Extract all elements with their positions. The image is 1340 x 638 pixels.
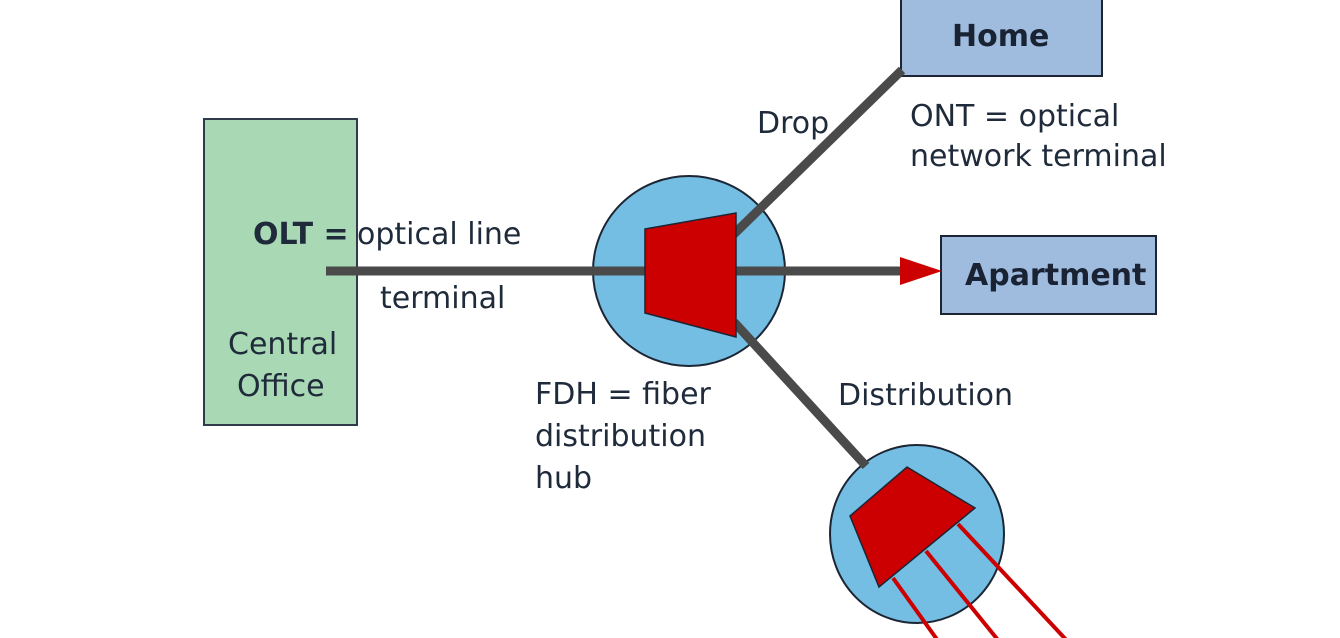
apartment-label: Apartment bbox=[965, 258, 1147, 293]
apartment-box bbox=[940, 235, 1157, 315]
secondary-splitter bbox=[849, 466, 977, 589]
distribution-fiber-line bbox=[730, 318, 870, 470]
fdh-definition-line3: hub bbox=[535, 461, 593, 496]
fdh-splitter bbox=[644, 212, 737, 338]
olt-definition-line1: optical line bbox=[357, 217, 522, 252]
ont-definition-line1: ONT = optical bbox=[910, 99, 1120, 134]
drop-label: Drop bbox=[757, 106, 830, 141]
home-label: Home bbox=[952, 19, 1050, 54]
output-fiber-3 bbox=[956, 522, 1068, 638]
apartment-arrowhead bbox=[900, 257, 942, 285]
ont-definition-line2: network terminal bbox=[910, 139, 1167, 174]
olt-definition-line2: terminal bbox=[380, 281, 506, 316]
central-office-label-line1: Central bbox=[228, 327, 338, 362]
home-box bbox=[900, 0, 1103, 77]
fdh-definition-line2: distribution bbox=[535, 419, 706, 454]
olt-abbreviation-label: OLT = bbox=[253, 217, 349, 252]
distribution-label: Distribution bbox=[838, 378, 1014, 413]
output-fiber-1 bbox=[891, 576, 939, 638]
fdh-definition-line1: FDH = fiber bbox=[535, 377, 711, 412]
drop-fiber-line bbox=[728, 66, 906, 240]
output-fiber-2 bbox=[924, 549, 999, 638]
central-office-label-line2: Office bbox=[237, 369, 325, 404]
